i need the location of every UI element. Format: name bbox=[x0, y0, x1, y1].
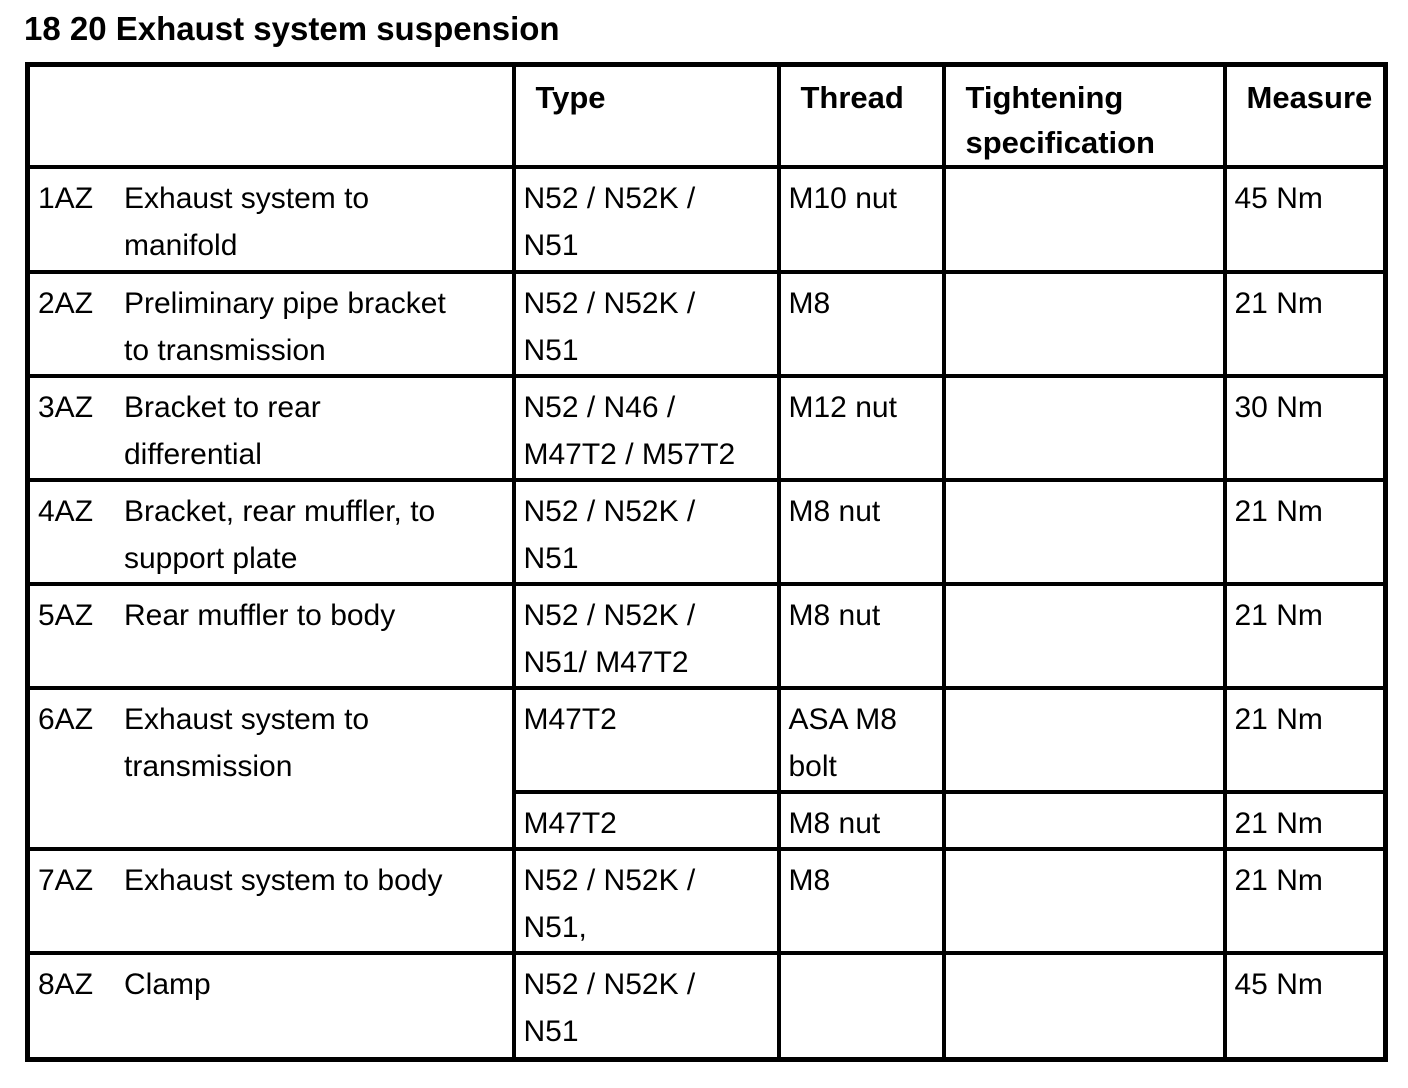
header-thread: Thread bbox=[776, 62, 946, 169]
header-measure: Measure bbox=[1222, 62, 1388, 169]
type-cell: N52 / N52K / N51 bbox=[511, 478, 781, 586]
table-row-5az: 5AZ Rear muffler to body N52 / N52K / N5… bbox=[25, 582, 1388, 690]
type-cell: N52 / N46 / M47T2 / M57T2 bbox=[511, 374, 781, 482]
tightening-cell bbox=[941, 582, 1227, 690]
item-id: 2AZ bbox=[38, 287, 94, 320]
table-row-7az: 7AZ Exhaust system to body N52 / N52K / … bbox=[25, 847, 1388, 955]
measure-cell: 30 Nm bbox=[1222, 374, 1388, 482]
type-cell: N52 / N52K / N51 bbox=[511, 165, 781, 274]
tightening-cell bbox=[941, 165, 1227, 274]
item-description: Rear muffler to body bbox=[124, 599, 396, 632]
header-type: Type bbox=[511, 62, 781, 169]
thread-cell: M8 nut bbox=[776, 478, 946, 586]
item-description: Exhaust system to manifold bbox=[124, 182, 370, 262]
item-description: Exhaust system to transmission bbox=[124, 703, 370, 783]
item-cell: 4AZ Bracket, rear muffler, to support pl… bbox=[25, 478, 516, 586]
thread-cell bbox=[776, 951, 946, 1061]
thread-cell: M12 nut bbox=[776, 374, 946, 482]
table-row-6az-sub: M47T2 M8 nut 21 Nm bbox=[28, 790, 1388, 851]
item-description: Clamp bbox=[124, 968, 211, 1001]
item-description: Exhaust system to body bbox=[124, 864, 443, 897]
measure-cell: 45 Nm bbox=[1222, 951, 1388, 1061]
item-id: 6AZ bbox=[38, 703, 94, 736]
table-row-1az: 1AZ Exhaust system to manifold N52 / N52… bbox=[25, 165, 1388, 274]
tightening-cell bbox=[941, 270, 1227, 378]
item-id: 1AZ bbox=[38, 182, 94, 215]
thread-cell: M10 nut bbox=[776, 165, 946, 274]
type-cell: N52 / N52K / N51/ M47T2 bbox=[511, 582, 781, 690]
type-cell: M47T2 bbox=[511, 686, 781, 794]
measure-cell: 21 Nm bbox=[1222, 847, 1388, 955]
tightening-cell bbox=[941, 847, 1227, 955]
item-cell: 2AZ Preliminary pipe bracket to transmis… bbox=[25, 270, 516, 378]
header-tightening-specification: Tightening specification bbox=[941, 62, 1227, 169]
measure-cell: 21 Nm bbox=[1222, 686, 1388, 794]
page-title: 18 20 Exhaust system suspension bbox=[24, 10, 560, 47]
item-cell: 7AZ Exhaust system to body bbox=[25, 847, 516, 955]
table-header-row: Type Thread Tightening specification Mea… bbox=[25, 62, 1388, 169]
item-cell: 1AZ Exhaust system to manifold bbox=[25, 165, 516, 274]
tightening-cell bbox=[941, 478, 1227, 586]
thread-cell: ASA M8 bolt bbox=[776, 686, 946, 794]
item-description: Preliminary pipe bracket to transmission bbox=[124, 287, 446, 367]
item-cell: 6AZ Exhaust system to transmission bbox=[25, 686, 516, 851]
thread-cell: M8 nut bbox=[776, 790, 946, 851]
thread-cell: M8 nut bbox=[776, 582, 946, 690]
thread-cell: M8 bbox=[776, 270, 946, 378]
type-cell: N52 / N52K / N51, bbox=[511, 847, 781, 955]
tightening-cell bbox=[941, 686, 1227, 794]
table-row-4az: 4AZ Bracket, rear muffler, to support pl… bbox=[25, 478, 1388, 586]
thread-cell: M8 bbox=[776, 847, 946, 955]
tightening-cell bbox=[941, 790, 1227, 851]
item-id: 7AZ bbox=[38, 864, 94, 897]
tightening-cell bbox=[941, 374, 1227, 482]
measure-cell: 21 Nm bbox=[1222, 790, 1388, 851]
header-item bbox=[25, 62, 516, 169]
item-cell: 5AZ Rear muffler to body bbox=[25, 582, 516, 690]
item-id: 5AZ bbox=[38, 599, 94, 632]
torque-spec-table: Type Thread Tightening specification Mea… bbox=[25, 62, 1388, 1062]
item-id: 8AZ bbox=[38, 968, 94, 1001]
type-cell: N52 / N52K / N51 bbox=[511, 270, 781, 378]
table-row-6az: 6AZ Exhaust system to transmission M47T2… bbox=[25, 686, 1388, 851]
item-cell: 8AZ Clamp bbox=[25, 951, 516, 1061]
table-row-3az: 3AZ Bracket to rear differential N52 / N… bbox=[25, 374, 1388, 482]
tightening-cell bbox=[941, 951, 1227, 1061]
measure-cell: 21 Nm bbox=[1222, 478, 1388, 586]
measure-cell: 45 Nm bbox=[1222, 165, 1388, 274]
measure-cell: 21 Nm bbox=[1222, 270, 1388, 378]
type-cell: M47T2 bbox=[511, 790, 781, 851]
item-cell: 3AZ Bracket to rear differential bbox=[25, 374, 516, 482]
item-id: 3AZ bbox=[38, 391, 94, 424]
item-description: Bracket to rear differential bbox=[124, 391, 321, 471]
measure-cell: 21 Nm bbox=[1222, 582, 1388, 690]
item-description: Bracket, rear muffler, to support plate bbox=[124, 495, 436, 575]
item-id: 4AZ bbox=[38, 495, 94, 528]
type-cell: N52 / N52K / N51 bbox=[511, 951, 781, 1061]
table-row-8az: 8AZ Clamp N52 / N52K / N51 45 Nm bbox=[25, 951, 1388, 1061]
header-tightening-text: Tightening specification bbox=[965, 80, 1156, 160]
table-row-2az: 2AZ Preliminary pipe bracket to transmis… bbox=[25, 270, 1388, 378]
